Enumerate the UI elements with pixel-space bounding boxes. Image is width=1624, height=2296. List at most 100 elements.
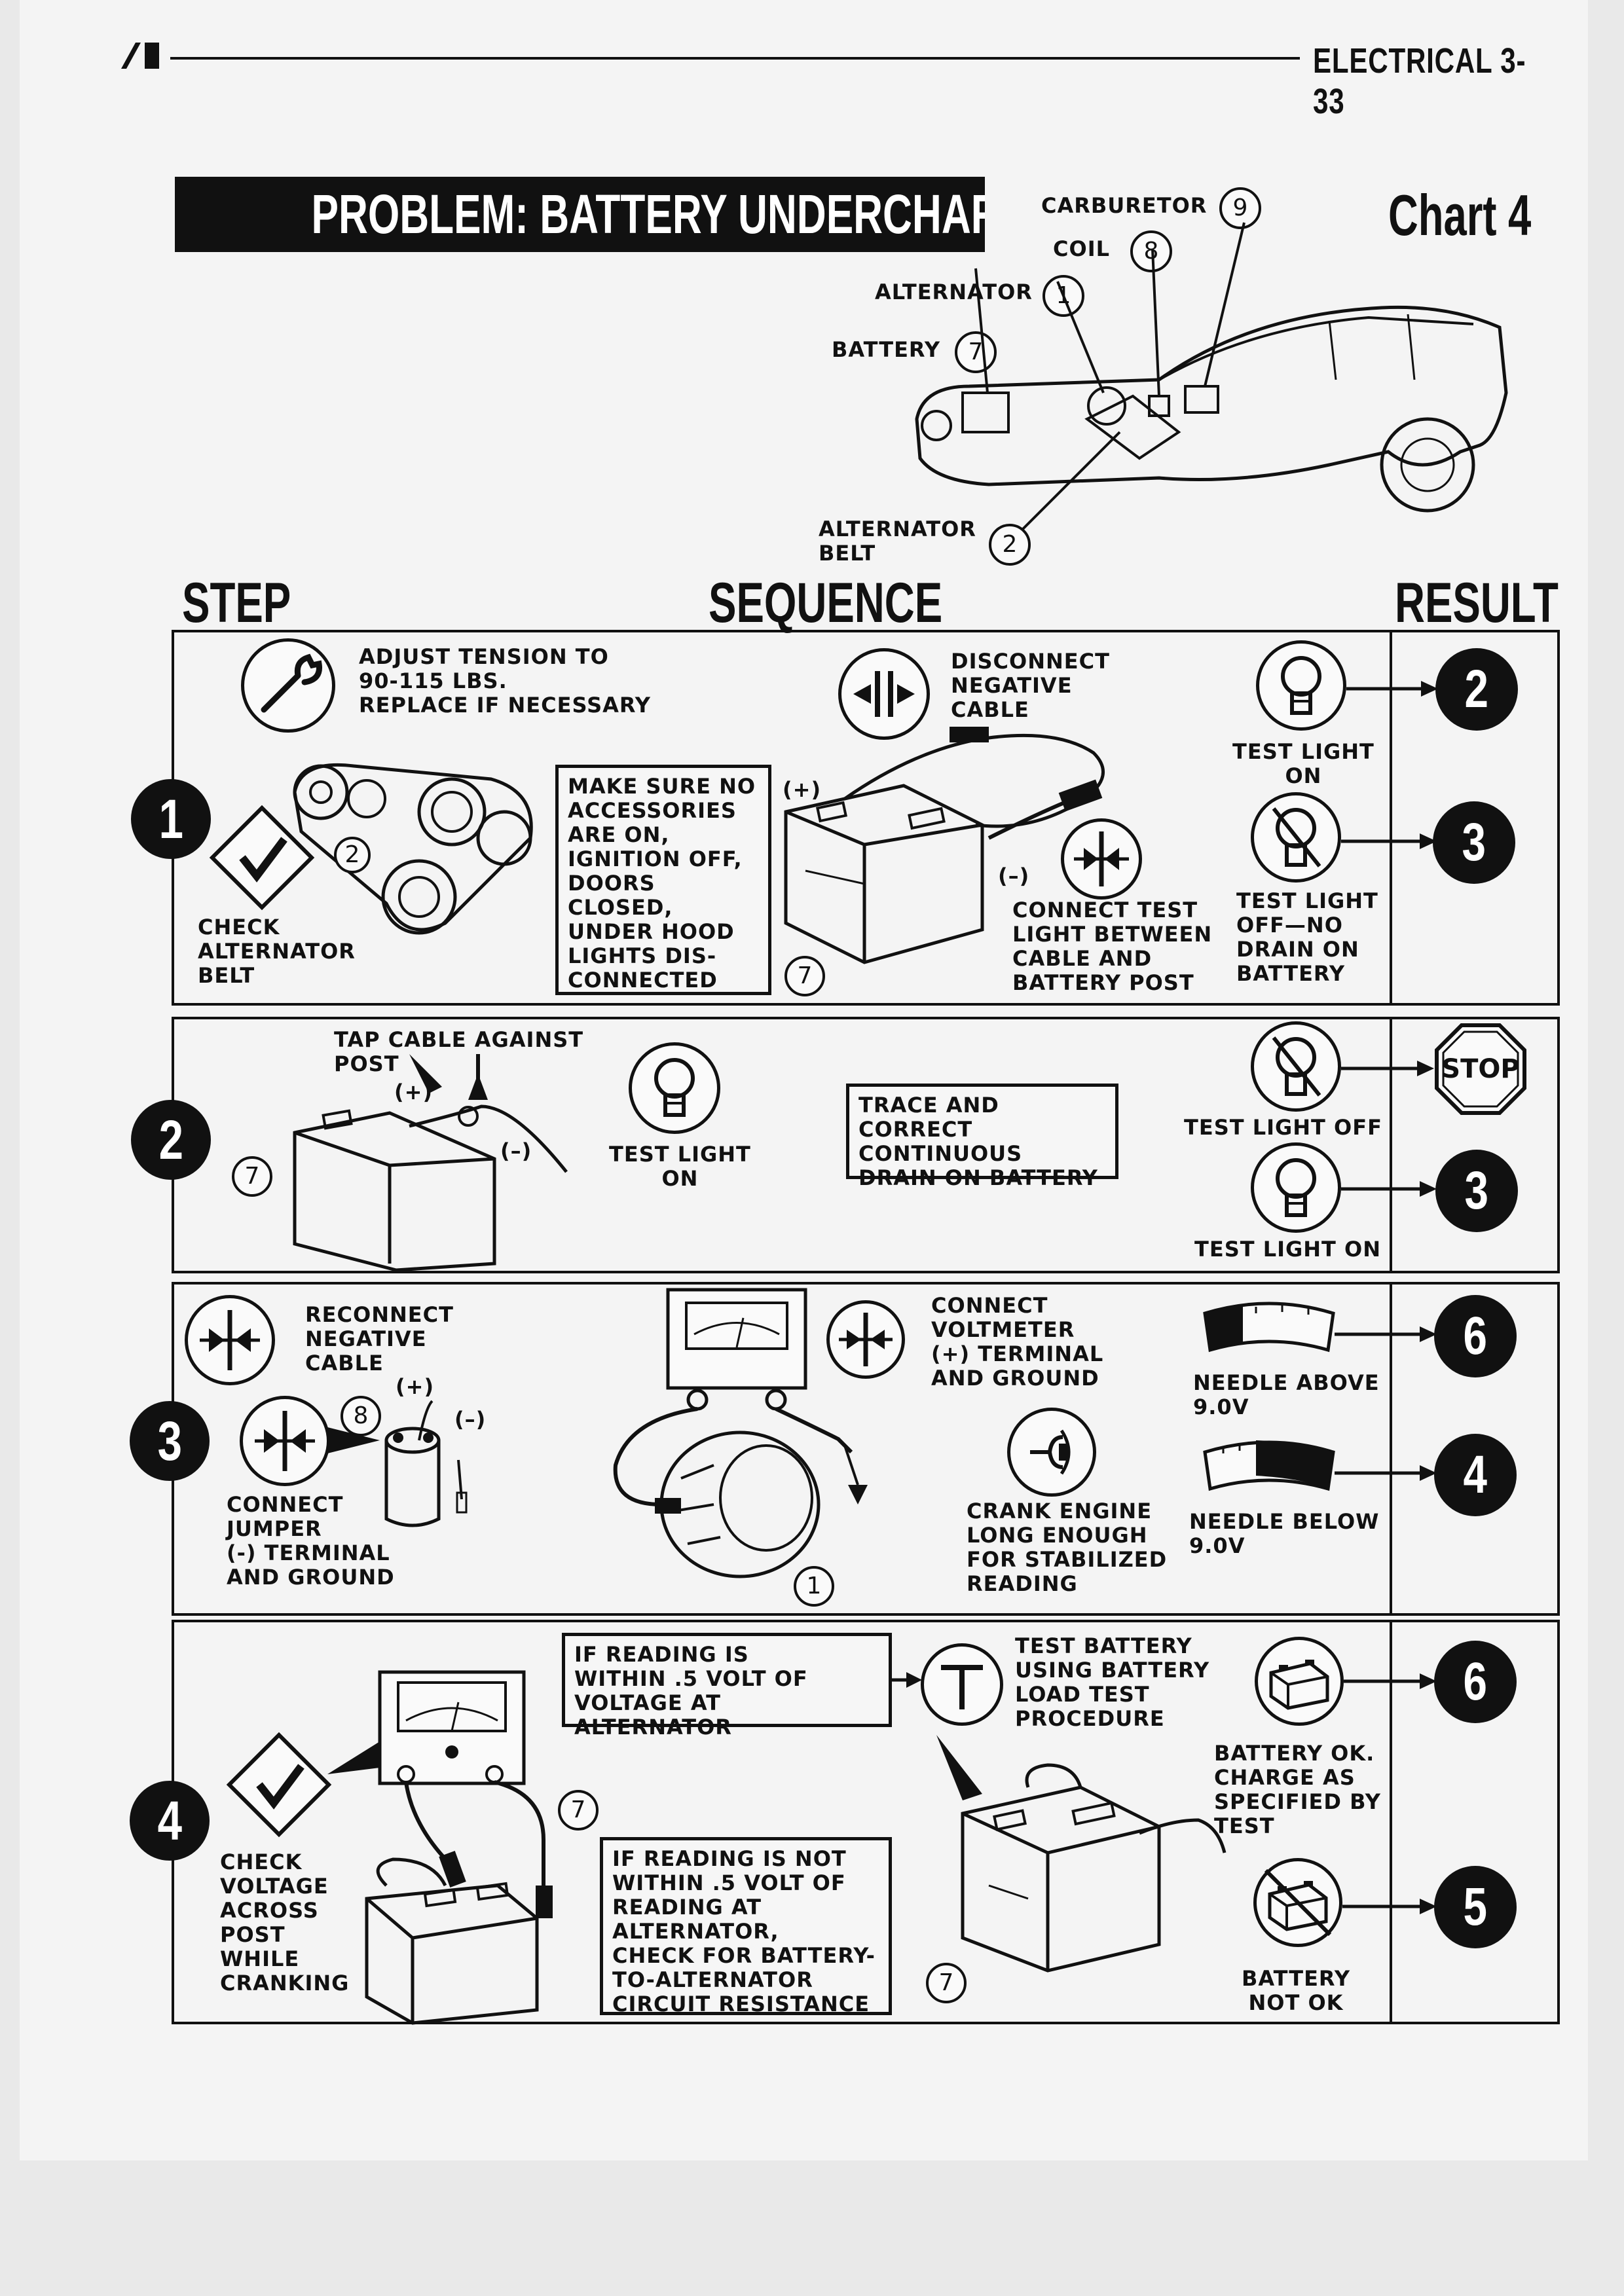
step-1-note-box: MAKE SURE NO ACCESSORIES ARE ON, IGNITIO… (555, 765, 771, 995)
locator-alternator-label: ALTERNATOR (875, 280, 1033, 304)
step-3-jumper-text: CONNECT JUMPER (-) TERMINAL AND GROUND (227, 1492, 395, 1590)
alternator-belt-illustration (293, 763, 533, 935)
step-4-number: 4 (130, 1781, 210, 1861)
step-2-number: 2 (131, 1100, 211, 1180)
arrow-right-icon (1335, 1326, 1437, 1342)
test-light-connect-icon (1061, 818, 1142, 900)
ignition-coil-illustration (327, 1400, 468, 1527)
step-3-result-1-goto: 6 (1434, 1295, 1517, 1377)
arrow-right-icon (1346, 681, 1438, 697)
column-head-sequence: SEQUENCE (709, 572, 943, 634)
step-1-result-divider (1390, 630, 1392, 1006)
needle-below-gauge-icon (1203, 1440, 1335, 1491)
manufacturer-logo-icon (121, 43, 159, 69)
locator-battery-label: BATTERY (832, 337, 940, 362)
battery-load-test-illustration (936, 1735, 1227, 1973)
checkmark-diamond-icon (226, 1732, 332, 1838)
step-4-within-box: IF READING IS WITHIN .5 VOLT OF VOLTAGE … (562, 1633, 892, 1740)
step-3-minus-label: (–) (454, 1407, 487, 1432)
step-1-disconnect-text: DISCONNECT NEGATIVE CABLE (951, 649, 1110, 722)
step-1-result-2-goto: 3 (1433, 801, 1515, 884)
locator-coil-label: COIL (1053, 236, 1110, 261)
step-1-connect-text: CONNECT TEST LIGHT BETWEEN CABLE AND BAT… (1012, 898, 1213, 995)
reconnect-cable-icon (185, 1295, 275, 1385)
step-4-test-battery-text: TEST BATTERY USING BATTERY LOAD TEST PRO… (1015, 1633, 1210, 1731)
step-3-result-2-goto: 4 (1434, 1434, 1517, 1516)
step-1-result-1-label: TEST LIGHT ON (1232, 739, 1375, 788)
step-2-result-divider (1390, 1017, 1392, 1273)
locator-coil-num: 8 (1130, 230, 1172, 272)
step-1-adjust-text: ADJUST TENSION TO 90-115 LBS. REPLACE IF… (359, 644, 651, 718)
step-3-reconnect-text: RECONNECT NEGATIVE CABLE (305, 1302, 454, 1376)
arrow-right-icon (1341, 1181, 1437, 1197)
step-1-battery-ref: 7 (784, 956, 825, 996)
step-1-number: 1 (131, 779, 211, 859)
step-2-result-2-label: TEST LIGHT ON (1194, 1237, 1381, 1262)
arrow-right-icon (1342, 1899, 1437, 1914)
step-3-voltmeter-text: CONNECT VOLTMETER (+) TERMINAL AND GROUN… (931, 1293, 1104, 1391)
step-3-result-divider (1390, 1282, 1392, 1616)
step-2-note-text: TRACE AND CORRECT CONTINUOUS DRAIN ON BA… (858, 1093, 1098, 1190)
arrow-right-icon (1341, 1061, 1434, 1076)
column-head-step: STEP (182, 572, 291, 634)
step-2-note-box: TRACE AND CORRECT CONTINUOUS DRAIN ON BA… (846, 1084, 1118, 1190)
battery-tap-illustration (293, 1054, 568, 1272)
step-4-not-within-box: IF READING IS NOT WITHIN .5 VOLT OF READ… (600, 1837, 892, 2016)
step-4-result-1-goto: 6 (1434, 1641, 1517, 1723)
step-2-tap-text: TAP CABLE AGAINST POST (334, 1027, 584, 1076)
header-rule (170, 57, 1300, 60)
step-2-result-2-goto: 3 (1435, 1150, 1518, 1232)
locator-carburetor-label: CARBURETOR (1041, 193, 1208, 218)
voltmeter-battery-illustration (327, 1670, 553, 2025)
step-4-check-text: CHECK VOLTAGE ACROSS POST WHILE CRANKING (220, 1850, 350, 1995)
step-4-result-2-goto: 5 (1434, 1866, 1517, 1948)
column-head-result: RESULT (1395, 572, 1559, 634)
checkmark-diamond-icon (209, 805, 315, 911)
step-4-battery-ref: 7 (558, 1790, 599, 1831)
step-3-plus-label: (+) (396, 1374, 435, 1399)
step-1-minus-label: (–) (998, 864, 1030, 888)
locator-carburetor-num: 9 (1219, 187, 1261, 229)
problem-title: PROBLEM: BATTERY UNDERCHARGED (175, 177, 985, 252)
locator-belt-num: 2 (989, 524, 1031, 566)
step-1-result-2-label: TEST LIGHT OFF—NO DRAIN ON BATTERY (1236, 888, 1378, 986)
step-2-minus-label: (–) (500, 1139, 532, 1163)
step-4-within-text: IF READING IS WITHIN .5 VOLT OF VOLTAGE … (574, 1642, 808, 1740)
step-2-result-1-label: TEST LIGHT OFF (1184, 1115, 1382, 1140)
step-4-result-1-label: BATTERY OK. CHARGE AS SPECIFIED BY TEST (1214, 1741, 1381, 1838)
step-1-plus-label: (+) (783, 777, 822, 802)
arrow-right-icon (1341, 833, 1437, 849)
step-1-check-text: CHECK ALTERNATOR BELT (198, 915, 356, 988)
battery-not-ok-icon (1253, 1858, 1342, 1947)
needle-above-gauge-icon (1203, 1302, 1335, 1353)
step-2-light-text: TEST LIGHT ON (609, 1142, 751, 1191)
jumper-connect-icon (240, 1396, 330, 1486)
step-4-result-2-label: BATTERY NOT OK (1242, 1966, 1350, 2015)
bulb-on-icon (629, 1042, 720, 1134)
chart-number: Chart 4 (1388, 183, 1532, 247)
step-3-crank-text: CRANK ENGINE LONG ENOUGH FOR STABILIZED … (967, 1499, 1168, 1596)
step-3-number: 3 (130, 1401, 210, 1481)
step-3-result-2-label: NEEDLE BELOW 9.0V (1189, 1509, 1380, 1558)
bulb-on-icon (1256, 640, 1346, 731)
manual-page: ELECTRICAL 3-33 PROBLEM: BATTERY UNDERCH… (20, 0, 1588, 2160)
section-header: ELECTRICAL 3-33 (1313, 41, 1526, 121)
step-2-battery-ref: 7 (232, 1156, 272, 1197)
step-1-result-1-goto: 2 (1435, 648, 1518, 731)
battery-ok-icon (1255, 1637, 1344, 1726)
step-2-plus-label: (+) (394, 1080, 434, 1104)
bulb-off-icon (1251, 792, 1341, 883)
step-3-coil-ref: 8 (341, 1396, 381, 1436)
arrow-right-icon (1344, 1673, 1437, 1689)
locator-battery-num: 7 (955, 331, 997, 373)
crank-engine-icon (1007, 1408, 1096, 1497)
step-1-note-text: MAKE SURE NO ACCESSORIES ARE ON, IGNITIO… (568, 774, 756, 993)
step-3-result-1-label: NEEDLE ABOVE 9.0V (1193, 1370, 1380, 1419)
arrow-right-icon (1335, 1465, 1437, 1481)
bulb-on-icon (1251, 1142, 1341, 1233)
stop-sign-icon: STOP (1434, 1023, 1527, 1116)
step-3-alt-ref: 1 (794, 1566, 834, 1607)
disconnect-cable-icon (838, 648, 930, 740)
locator-belt-label: ALTERNATOR BELT (819, 517, 976, 566)
battery-test-light-illustration (784, 727, 1105, 964)
